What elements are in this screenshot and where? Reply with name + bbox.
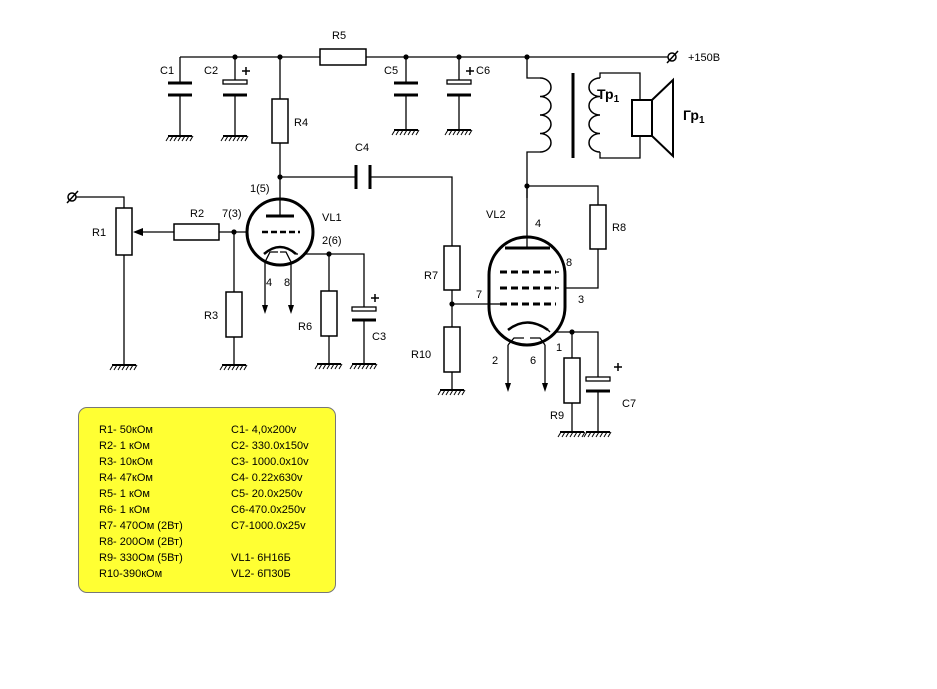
capacitor-c5 bbox=[394, 81, 418, 97]
label-vl1: VL1 bbox=[322, 212, 342, 224]
input-terminal bbox=[66, 190, 79, 204]
resistor-r8 bbox=[589, 204, 607, 250]
speaker-gr1 bbox=[631, 77, 674, 159]
label-c2: C2 bbox=[204, 65, 218, 77]
resistor-r2 bbox=[173, 223, 220, 241]
parts-list-item: C6-470.0x250v bbox=[231, 504, 306, 516]
tube-vl1 bbox=[245, 197, 315, 267]
label-pin-vl1-heater-a: 4 bbox=[266, 277, 272, 289]
label-pin-vl1-heater-b: 8 bbox=[284, 277, 290, 289]
resistor-r10 bbox=[443, 326, 461, 373]
resistor-r7 bbox=[443, 245, 461, 291]
label-pin-vl2-h1: 2 bbox=[492, 355, 498, 367]
label-tr1: Тр1 bbox=[597, 86, 620, 105]
parts-list-item: R3- 10кОм bbox=[99, 456, 153, 468]
parts-list-panel: R1- 50кОм R2- 1 кОм R3- 10кОм R4- 47кОм … bbox=[78, 407, 336, 593]
parts-list-item: R1- 50кОм bbox=[99, 424, 153, 436]
label-pin-vl1-grid: 7(3) bbox=[222, 208, 242, 220]
resistor-r1 bbox=[115, 207, 133, 256]
label-gr1-main: Гр bbox=[683, 107, 699, 123]
label-pin-vl2-g1: 7 bbox=[476, 289, 482, 301]
parts-list-item: R4- 47кОм bbox=[99, 472, 153, 484]
parts-list-item: C1- 4,0x200v bbox=[231, 424, 297, 436]
label-c7: C7 bbox=[622, 398, 636, 410]
resistors bbox=[115, 48, 607, 404]
capacitor-c2 bbox=[222, 79, 248, 97]
resistor-r6 bbox=[320, 290, 338, 337]
labels: C1 C2 R5 C5 C6 +150В R4 C4 1(5) R1 R2 7(… bbox=[92, 30, 720, 422]
resistor-r4 bbox=[271, 98, 289, 144]
label-c3: C3 bbox=[372, 331, 386, 343]
heater-arrows bbox=[262, 305, 548, 392]
label-gr1: Гр1 bbox=[683, 107, 705, 126]
parts-list-item: C2- 330.0x150v bbox=[231, 440, 309, 452]
parts-list-item: R8- 200Ом (2Вт) bbox=[99, 536, 183, 548]
label-vl2: VL2 bbox=[486, 209, 506, 221]
capacitor-c1 bbox=[168, 81, 192, 97]
supply-terminal bbox=[666, 50, 679, 64]
label-r5: R5 bbox=[332, 30, 346, 42]
capacitor-c3 bbox=[351, 306, 377, 322]
label-pin-vl2-g3: 3 bbox=[578, 294, 584, 306]
capacitors bbox=[168, 79, 611, 393]
tube-vl2 bbox=[487, 235, 567, 347]
capacitor-c7 bbox=[585, 376, 611, 393]
parts-list-item: VL2- 6П30Б bbox=[231, 568, 291, 580]
label-r4: R4 bbox=[294, 117, 308, 129]
label-r1: R1 bbox=[92, 227, 106, 239]
parts-list-item: VL1- 6Н16Б bbox=[231, 552, 291, 564]
resistor-r9 bbox=[563, 357, 581, 404]
label-r3: R3 bbox=[204, 310, 218, 322]
label-tr1-main: Тр bbox=[597, 86, 614, 102]
junction-dots bbox=[231, 54, 575, 335]
parts-list-item: C5- 20.0x250v bbox=[231, 488, 303, 500]
label-c4: C4 bbox=[355, 142, 369, 154]
terminals bbox=[66, 50, 679, 204]
label-r7: R7 bbox=[424, 270, 438, 282]
label-pin-vl2-k: 1 bbox=[556, 342, 562, 354]
capacitor-c6 bbox=[446, 79, 472, 97]
label-c6: C6 bbox=[476, 65, 490, 77]
parts-list-item: C7-1000.0x25v bbox=[231, 520, 306, 532]
label-c1: C1 bbox=[160, 65, 174, 77]
label-gr1-sub: 1 bbox=[699, 115, 705, 126]
label-pin-vl2-anode: 4 bbox=[535, 218, 541, 230]
resistor-r3 bbox=[225, 291, 243, 338]
resistor-list: R1- 50кОм R2- 1 кОм R3- 10кОм R4- 47кОм … bbox=[99, 422, 183, 582]
potentiometer-wiper bbox=[133, 228, 143, 236]
label-r8: R8 bbox=[612, 222, 626, 234]
parts-list-item: C4- 0.22x630v bbox=[231, 472, 303, 484]
list-spacer bbox=[231, 534, 309, 550]
label-r2: R2 bbox=[190, 208, 204, 220]
label-supply: +150В bbox=[688, 52, 720, 64]
capacitor-c4 bbox=[354, 165, 372, 189]
label-pin-vl2-h2: 6 bbox=[530, 355, 536, 367]
capacitor-tube-list: C1- 4,0x200v C2- 330.0x150v C3- 1000.0x1… bbox=[231, 422, 309, 582]
polarity-marks bbox=[242, 67, 622, 371]
label-r10: R10 bbox=[411, 349, 431, 361]
label-pin-vl1-anode: 1(5) bbox=[250, 183, 270, 195]
label-pin-vl1-cathode: 2(6) bbox=[322, 235, 342, 247]
parts-list-item: C3- 1000.0x10v bbox=[231, 456, 309, 468]
label-tr1-sub: 1 bbox=[614, 94, 620, 105]
label-c5: C5 bbox=[384, 65, 398, 77]
parts-list-item: R9- 330Ом (5Вт) bbox=[99, 552, 183, 564]
label-r6: R6 bbox=[298, 321, 312, 333]
label-pin-vl2-g2: 8 bbox=[566, 257, 572, 269]
parts-list-item: R10-390кОм bbox=[99, 568, 163, 580]
parts-list-item: R2- 1 кОм bbox=[99, 440, 150, 452]
transformer-tr1 bbox=[539, 73, 601, 158]
resistor-r5 bbox=[319, 48, 367, 66]
parts-list-item: R6- 1 кОм bbox=[99, 504, 150, 516]
parts-list-item: R7- 470Ом (2Вт) bbox=[99, 520, 183, 532]
label-r9: R9 bbox=[550, 410, 564, 422]
parts-list-item: R5- 1 кОм bbox=[99, 488, 150, 500]
